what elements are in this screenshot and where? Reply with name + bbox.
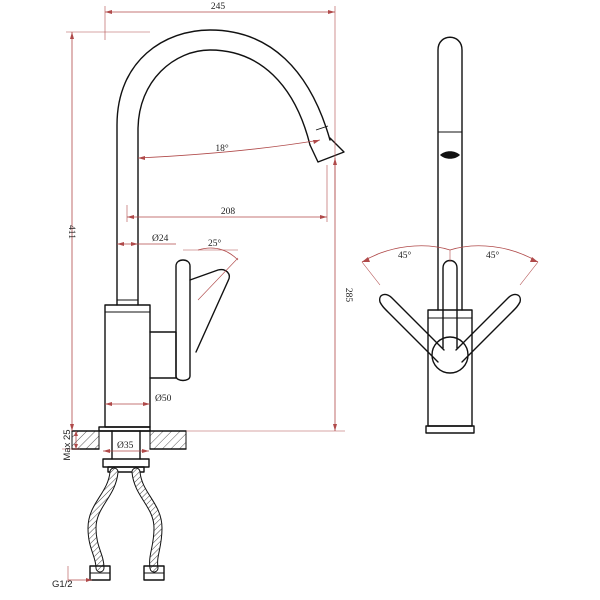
dim-overall-width: 245	[211, 2, 226, 12]
dim-spout-reach: 208	[221, 207, 236, 217]
dim-spout-diameter: Ø24	[152, 234, 169, 244]
front-view: 45° 45°	[361, 36, 539, 434]
dimension-g12: G1/2	[52, 566, 92, 590]
aerator-icon	[440, 151, 460, 159]
dim-overall-height: 411	[66, 225, 76, 239]
dim-spout-angle: 18°	[215, 143, 229, 154]
front-body	[425, 309, 475, 434]
dim-shank-diameter: Ø35	[117, 441, 134, 451]
dimension-d50: Ø50	[105, 394, 172, 406]
dimension-208: 208	[126, 165, 328, 222]
front-spout	[437, 36, 463, 311]
dimension-285: 285	[186, 158, 353, 432]
dim-base-diameter: Ø50	[155, 394, 172, 404]
dim-rotation-right: 45°	[486, 250, 500, 261]
faucet-body	[104, 299, 177, 428]
dimension-d35: Ø35	[103, 441, 149, 453]
countertop	[71, 426, 187, 450]
rotation-dimensions: 45° 45°	[361, 245, 539, 286]
dim-connection: G1/2	[52, 579, 73, 590]
dimension-d24: Ø24	[117, 234, 176, 246]
dimension-25deg: 25°	[183, 238, 239, 301]
front-handle-left	[378, 293, 445, 363]
dimension-411: 411	[66, 31, 150, 431]
spout-tube	[116, 29, 345, 306]
front-handle-right	[455, 293, 522, 363]
dim-max-deck: Max 25	[62, 429, 73, 460]
lever-handle	[175, 259, 230, 382]
supply-hoses	[87, 467, 165, 581]
mounting-shank	[102, 430, 150, 473]
dimension-max25: Max 25	[62, 429, 80, 461]
dimension-18deg: 18°	[137, 139, 321, 160]
front-handle-center	[442, 259, 458, 349]
dim-spout-height: 285	[343, 288, 353, 303]
side-view: 245 411 285 208 18°	[52, 2, 353, 590]
dim-rotation-left: 45°	[398, 250, 412, 261]
dim-lever-angle: 25°	[208, 238, 222, 249]
